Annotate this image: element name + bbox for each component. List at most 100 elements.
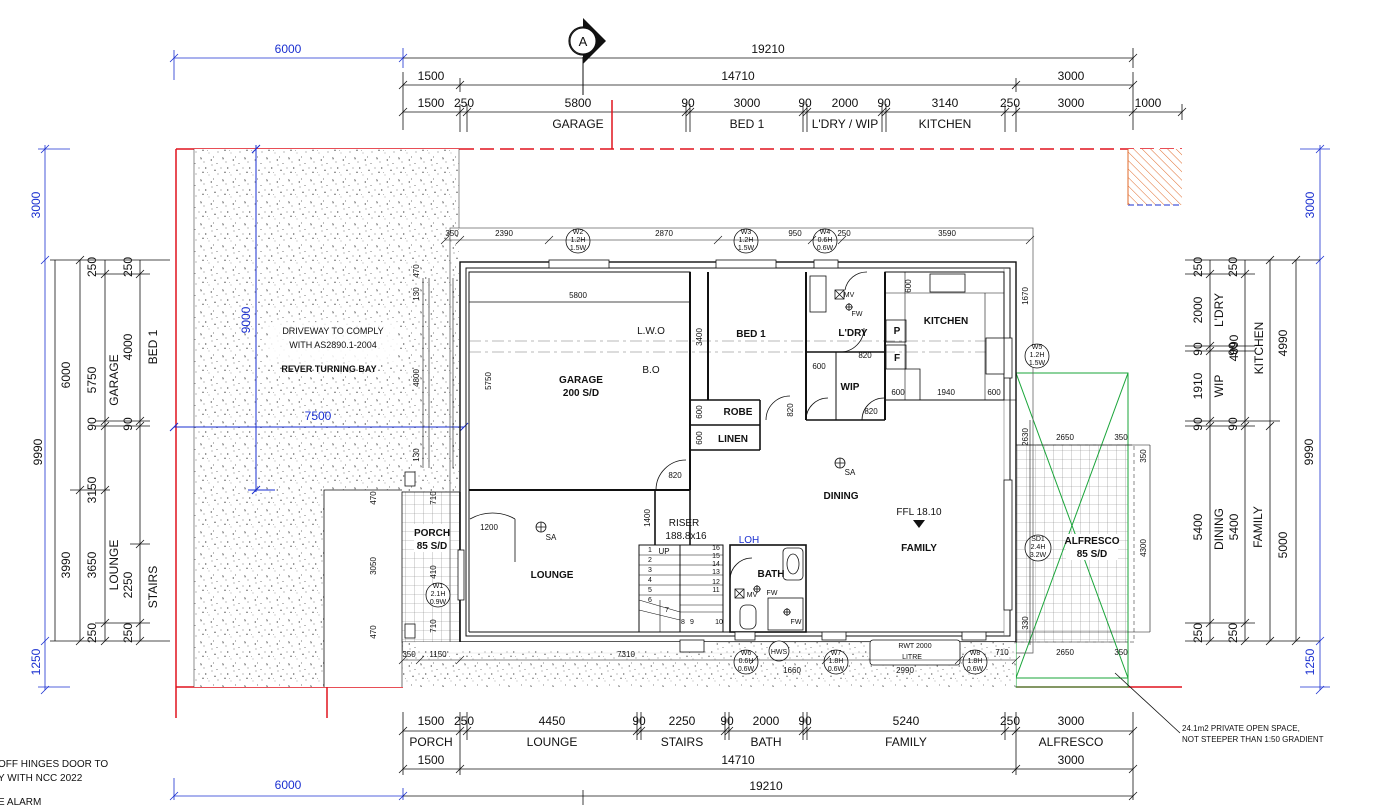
idim-alf-5: 330 bbox=[1021, 616, 1030, 630]
left-c1-9990: 9990 bbox=[31, 438, 45, 465]
window-tag-w4: W4 0.6H 0.6W bbox=[812, 228, 838, 254]
left-note-3: E ALARM bbox=[0, 797, 41, 805]
driveway-dim-9000: 9000 bbox=[239, 306, 253, 333]
label-lwo: L.W.O bbox=[637, 326, 665, 337]
bottom-path-gap bbox=[416, 642, 716, 650]
left-blue-1250: 1250 bbox=[29, 648, 43, 675]
stair-step: 6 bbox=[648, 597, 652, 604]
right-c1-6: 250 bbox=[1191, 623, 1205, 643]
idim-left-4: 470 bbox=[369, 491, 378, 505]
alfresco-label-1: ALFRESCO bbox=[1065, 536, 1120, 547]
w2-w: 1.5W bbox=[570, 245, 587, 252]
right-blue-3000: 3000 bbox=[1303, 191, 1317, 218]
section-marker-label: A bbox=[579, 34, 588, 49]
top-dimensions bbox=[169, 48, 1187, 132]
top-room-garage: GARAGE bbox=[552, 117, 603, 131]
idim-kitchen-v: 1670 bbox=[1021, 287, 1030, 305]
room-lounge: LOUNGE bbox=[531, 570, 574, 581]
top-inner-3: 90 bbox=[681, 96, 695, 110]
bot-inner-9: 250 bbox=[1000, 714, 1020, 728]
w8-h: 1.8H bbox=[968, 658, 983, 665]
room-robe: ROBE bbox=[724, 407, 753, 418]
driveway-note-2: WITH AS2890.1-2004 bbox=[289, 340, 377, 350]
label-sa-2: SA bbox=[845, 468, 856, 477]
w7-id: W7 bbox=[831, 650, 842, 657]
bot-inner-6: 2000 bbox=[753, 714, 780, 728]
interior-dim-lines bbox=[398, 235, 1151, 665]
room-ldry: L'DRY bbox=[838, 328, 868, 339]
w8-w: 0.6W bbox=[967, 666, 984, 673]
right-c2-2: 90 bbox=[1226, 417, 1240, 431]
pos-note-1: 24.1m2 PRIVATE OPEN SPACE, bbox=[1182, 724, 1300, 733]
notes: 24.1m2 PRIVATE OPEN SPACE, NOT STEEPER T… bbox=[0, 724, 1324, 805]
idim-alf-1: 350 bbox=[1114, 433, 1128, 442]
bot-room-alfresco: ALFRESCO bbox=[1039, 735, 1104, 749]
idim-alf-7: 350 bbox=[1114, 648, 1128, 657]
w7-w: 0.6W bbox=[828, 666, 845, 673]
label-ffl: FFL 18.10 bbox=[896, 507, 942, 518]
right-label-ldry: L'DRY bbox=[1212, 293, 1226, 327]
sd1-id: SD1 bbox=[1031, 536, 1045, 543]
label-hws: HWS bbox=[771, 649, 788, 656]
interior-dim-labels: 350 2390 2870 950 250 3590 5800 5750 340… bbox=[369, 229, 1148, 675]
w6-w: 0.6W bbox=[738, 666, 755, 673]
left-label-lounge: LOUNGE bbox=[107, 540, 121, 591]
doors bbox=[469, 271, 885, 581]
idim-left-2: 4800 bbox=[412, 369, 421, 387]
w3-w: 1.5W bbox=[738, 245, 755, 252]
w5-h: 1.2H bbox=[1030, 352, 1045, 359]
idim-top-5: 3590 bbox=[938, 229, 956, 238]
w3-h: 1.2H bbox=[739, 237, 754, 244]
sd1-h: 2.4H bbox=[1031, 544, 1046, 551]
left-c3-3: 3150 bbox=[85, 476, 99, 503]
window-tag-w2: W2 1.2H 1.5W bbox=[565, 228, 591, 254]
top-inner-6: 2000 bbox=[832, 96, 859, 110]
w2-id: W2 bbox=[573, 229, 584, 236]
stair-step: 16 bbox=[712, 545, 720, 552]
room-bath: BATH bbox=[757, 569, 784, 580]
idim-alf-2: 350 bbox=[1139, 449, 1148, 463]
bot-room-family: FAMILY bbox=[885, 735, 927, 749]
right-label-kitchen: KITCHEN bbox=[1252, 322, 1266, 375]
left-label-stairs: STAIRS bbox=[146, 566, 160, 608]
idim-lounge-door: 1200 bbox=[480, 523, 498, 532]
idim-left-8: 710 bbox=[429, 619, 438, 633]
stair-steps: 1 2 3 4 5 6 7 8 9 10 11 12 13 14 15 16 bbox=[648, 545, 723, 626]
bot-room-bath: BATH bbox=[750, 735, 781, 749]
right-blue-1250: 1250 bbox=[1303, 648, 1317, 675]
top-inner-11: 1000 bbox=[1135, 96, 1162, 110]
window-tag-w7: W7 1.8H 0.6W bbox=[823, 649, 849, 675]
bottom-dim-lines bbox=[169, 672, 1181, 805]
idim-door-2: 820 bbox=[864, 407, 878, 416]
bot-room-lounge: LOUNGE bbox=[527, 735, 578, 749]
stair-step: 1 bbox=[648, 547, 652, 554]
floor-waste-icon bbox=[783, 608, 791, 616]
right-c3-3: 5000 bbox=[1276, 531, 1290, 558]
bot-inner-7: 90 bbox=[798, 714, 812, 728]
left-c3-0: 250 bbox=[85, 257, 99, 277]
top-inner-7: 90 bbox=[877, 96, 891, 110]
label-riser-2: 188.8x16 bbox=[665, 531, 707, 542]
right-c3-2: 9990 bbox=[1302, 438, 1316, 465]
bot-mid-1: 14710 bbox=[721, 753, 755, 767]
porch-label-1: PORCH bbox=[414, 528, 450, 539]
ffl-marker-icon bbox=[913, 520, 925, 528]
left-note-1: OFF HINGES DOOR TO bbox=[0, 759, 108, 770]
porch-label-2: 85 S/D bbox=[417, 541, 448, 552]
top-room-kitchen: KITCHEN bbox=[919, 117, 972, 131]
idim-left-3: 130 bbox=[412, 448, 421, 462]
top-dim-total: 19210 bbox=[751, 42, 785, 56]
top-inner-0: 1500 bbox=[418, 96, 445, 110]
right-c3-1: 4990 bbox=[1276, 329, 1290, 356]
idim-alf-3: 4300 bbox=[1139, 539, 1148, 557]
floor-waste-icon bbox=[845, 303, 853, 311]
w5-w: 1.5W bbox=[1029, 360, 1046, 367]
left-c4-1: 4000 bbox=[121, 333, 135, 360]
right-c2-1: 90 bbox=[1226, 342, 1240, 356]
idim-left-7: 410 bbox=[429, 565, 438, 579]
right-label-dining: DINING bbox=[1212, 508, 1226, 550]
bot-inner-3: 90 bbox=[632, 714, 646, 728]
idim-alf-4: 2630 bbox=[1021, 428, 1030, 446]
top-inner-2: 5800 bbox=[565, 96, 592, 110]
